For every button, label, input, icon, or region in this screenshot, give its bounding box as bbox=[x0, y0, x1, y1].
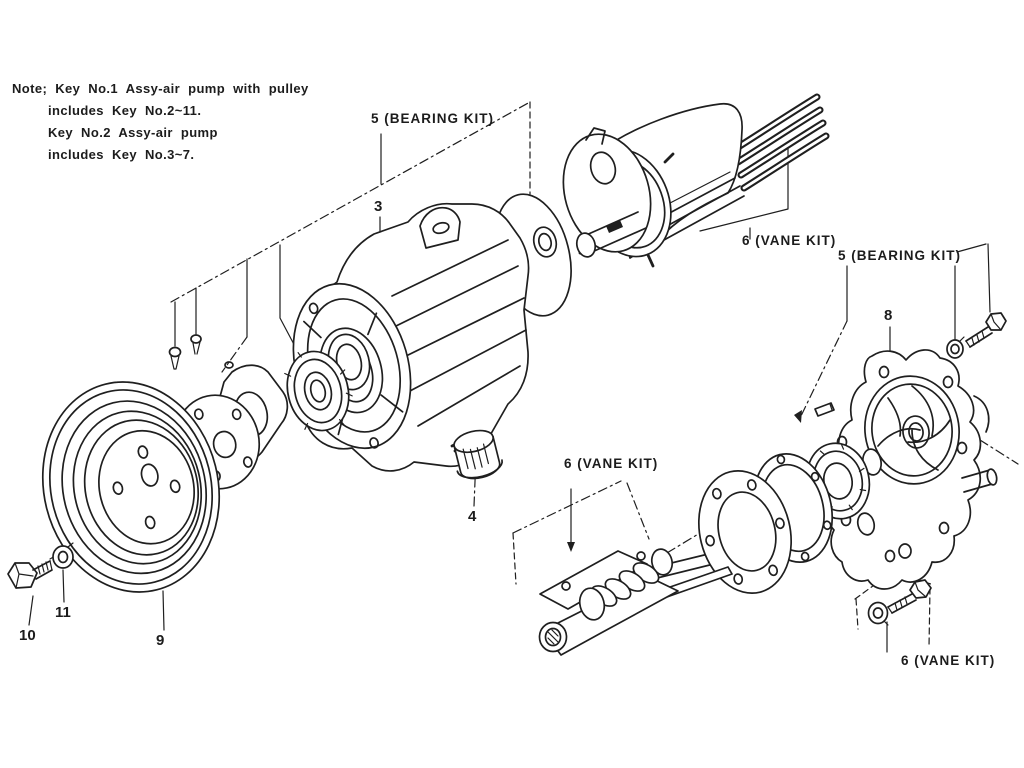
dowel-pin-drawing bbox=[814, 402, 835, 417]
leader-lines bbox=[28, 101, 1019, 653]
vane-shaft-assembly-drawing bbox=[539, 548, 733, 656]
rear-cover-drawing bbox=[824, 349, 998, 590]
callout-vane-kit-top: 6 (VANE KIT) bbox=[742, 233, 837, 248]
shaft-nut-drawing bbox=[538, 621, 568, 653]
callout-part-10: 10 bbox=[19, 627, 36, 644]
note-line-2: includes Key No.2~11. bbox=[48, 103, 202, 118]
callout-bearing-kit-top: 5 (BEARING KIT) bbox=[371, 111, 494, 126]
callout-vane-kit-bottom: 6 (VANE KIT) bbox=[901, 653, 996, 668]
callout-part-3: 3 bbox=[374, 198, 383, 215]
lock-washer-drawing bbox=[52, 542, 74, 569]
pulley-bolt-drawing bbox=[7, 560, 53, 589]
callout-bearing-kit-right: 5 (BEARING KIT) bbox=[838, 248, 961, 263]
front-bearing-drawing bbox=[284, 333, 371, 432]
callout-part-11: 11 bbox=[55, 604, 71, 621]
callout-part-8: 8 bbox=[884, 307, 893, 324]
vanes-drawing bbox=[731, 93, 830, 192]
cam-ring-drawing bbox=[562, 127, 652, 253]
callout-part-4: 4 bbox=[468, 508, 477, 525]
pump-housing-drawing bbox=[292, 202, 530, 472]
callout-part-9: 9 bbox=[156, 632, 165, 649]
note-heading: Note; bbox=[12, 81, 48, 96]
note-block: Note; Key No.1 Assy-air pump with pulley… bbox=[12, 78, 309, 166]
note-line-4: includes Key No.3~7. bbox=[48, 147, 195, 162]
relief-cap-drawing bbox=[453, 429, 503, 480]
kit-bolt-drawing bbox=[867, 579, 932, 626]
note-line-1: Note; Key No.1 Assy-air pump with pulley bbox=[12, 81, 309, 96]
rotor-shaft-stub-drawing bbox=[575, 211, 647, 258]
bearing-kit-screws-drawing bbox=[168, 334, 202, 370]
rear-flange-drawing bbox=[697, 470, 793, 594]
callout-vane-kit-center: 6 (VANE KIT) bbox=[564, 456, 659, 471]
note-line-3: Key No.2 Assy-air pump bbox=[48, 125, 218, 140]
pulley-drawing bbox=[41, 381, 221, 593]
cover-bolt-drawing bbox=[946, 312, 1007, 359]
